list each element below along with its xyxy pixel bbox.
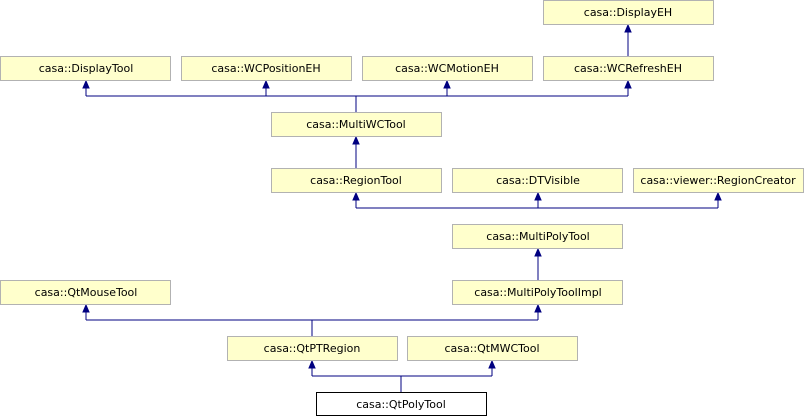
node-label: casa::MultiPolyToolImpl [474, 286, 601, 299]
node-label: casa::QtMWCTool [444, 342, 539, 355]
node-qt-pt-region[interactable]: casa::QtPTRegion [227, 336, 398, 361]
node-label: casa::DisplayTool [39, 62, 134, 75]
node-label: casa::WCMotionEH [395, 62, 499, 75]
node-label: casa::WCRefreshEH [574, 62, 682, 75]
edges [82, 23, 722, 392]
arrowhead-wcpositioneh [262, 79, 270, 89]
node-label: casa::QtPTRegion [264, 342, 361, 355]
node-label: casa::DisplayEH [584, 6, 672, 19]
node-label: casa::QtPolyTool [356, 398, 446, 411]
arrowhead-wcrefresheh [624, 79, 632, 89]
arrowhead-displaytool [82, 79, 90, 89]
node-wc-position-eh[interactable]: casa::WCPositionEH [181, 56, 352, 81]
edge-qtpolytool-bus [312, 375, 492, 392]
arrowhead-displayeh [624, 23, 632, 33]
node-multi-poly-tool-impl[interactable]: casa::MultiPolyToolImpl [452, 280, 623, 305]
arrowhead-wcmotioneh [443, 79, 451, 89]
node-qt-mouse-tool[interactable]: casa::QtMouseTool [0, 280, 171, 305]
node-label: casa::MultiPolyTool [486, 230, 589, 243]
node-wc-motion-eh[interactable]: casa::WCMotionEH [362, 56, 533, 81]
arrowhead-regiontool [352, 191, 360, 201]
node-qt-poly-tool: casa::QtPolyTool [316, 392, 487, 416]
arrowhead-multipolytool [534, 247, 542, 257]
node-label: casa::WCPositionEH [211, 62, 320, 75]
node-display-tool[interactable]: casa::DisplayTool [0, 56, 171, 81]
node-label: casa::MultiWCTool [306, 118, 405, 131]
node-dt-visible[interactable]: casa::DTVisible [452, 168, 623, 193]
node-label: casa::QtMouseTool [35, 286, 138, 299]
arrowhead-qtptregion [308, 359, 316, 369]
arrowhead-dtvisible [534, 191, 542, 201]
edge-multiwctool-bus [86, 95, 628, 113]
arrowhead-multipolytoolimpl [534, 303, 542, 313]
arrowhead-regioncreator [714, 191, 722, 201]
node-multi-wc-tool[interactable]: casa::MultiWCTool [271, 112, 442, 137]
arrowhead-multiwctool [352, 135, 360, 145]
node-region-creator[interactable]: casa::viewer::RegionCreator [633, 168, 804, 193]
node-multi-poly-tool[interactable]: casa::MultiPolyTool [452, 224, 623, 249]
node-label: casa::viewer::RegionCreator [640, 174, 796, 187]
edge-qtptregion-bus [86, 319, 538, 336]
node-display-eh[interactable]: casa::DisplayEH [543, 0, 714, 25]
node-region-tool[interactable]: casa::RegionTool [271, 168, 442, 193]
arrowhead-qtmwctool [488, 359, 496, 369]
arrowhead-qtmousetool [82, 303, 90, 313]
node-wc-refresh-eh[interactable]: casa::WCRefreshEH [543, 56, 714, 81]
node-label: casa::DTVisible [496, 174, 580, 187]
node-label: casa::RegionTool [310, 174, 402, 187]
node-qt-mwc-tool[interactable]: casa::QtMWCTool [407, 336, 578, 361]
